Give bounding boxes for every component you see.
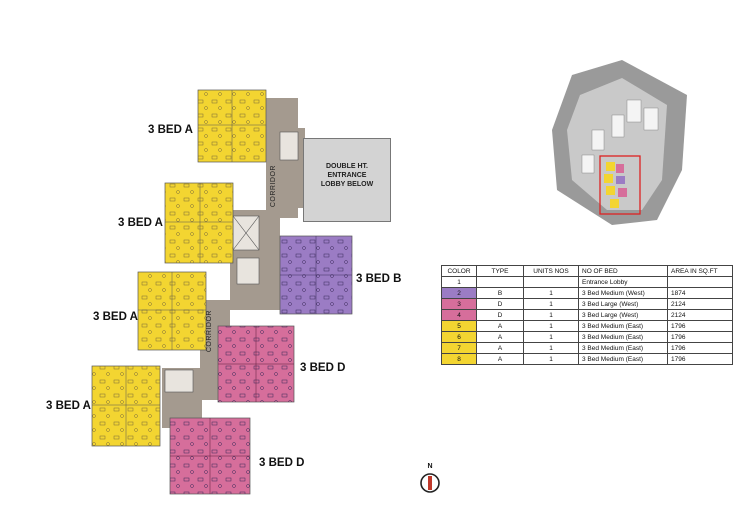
unit-3bed-d-1 [217,325,295,403]
legend-units-cell: 1 [523,287,579,299]
legend-type-cell: D [476,309,524,321]
legend-bed-cell: 3 Bed Large (West) [578,298,668,310]
lift-core [164,131,299,393]
lobby-label-line1: DOUBLE HT. [326,163,368,170]
legend-units-cell [523,276,579,288]
legend-table: COLOR TYPE UNITS NOS NO OF BED AREA IN S… [441,265,733,365]
legend-area-cell: 1796 [667,320,733,332]
legend-color-cell: 7 [441,342,477,354]
lobby-label-line3: LOBBY BELOW [320,181,374,188]
unit-label-3bed-a-1: 3 BED A [148,124,193,136]
legend-bed-cell: 3 Bed Medium (East) [578,342,668,354]
unit-3bed-a-3 [137,271,207,351]
unit-label-3bed-b: 3 BED B [356,273,402,285]
legend-bed-cell: 3 Bed Large (West) [578,309,668,321]
unit-3bed-a-1 [197,89,267,163]
legend-type-cell: A [476,320,524,332]
compass-icon [420,473,440,493]
legend-color-cell: 8 [441,353,477,365]
legend-area-cell: 2124 [667,309,733,321]
legend-color-cell: 3 [441,298,477,310]
legend-type-cell: A [476,342,524,354]
legend-type-cell: A [476,353,524,365]
unit-3bed-d-2 [169,417,251,495]
legend-row: 1 Entrance Lobby [441,276,733,288]
legend-area-cell: 2124 [667,298,733,310]
legend-color-cell: 1 [441,276,477,288]
entrance-lobby [303,138,391,222]
legend-header-units: UNITS NOS [523,265,579,277]
lobby-label-line2: ENTRANCE [327,172,367,179]
lobby-label: DOUBLE HT. ENTRANCE LOBBY BELOW [303,162,391,189]
corridor-label-upper: CORRIDOR [270,165,277,208]
legend-bed-cell: 3 Bed Medium (East) [578,331,668,343]
legend-color-cell: 6 [441,331,477,343]
legend-units-cell: 1 [523,298,579,310]
unit-3bed-a-4 [91,365,161,447]
legend-type-cell: A [476,331,524,343]
legend-bed-cell: 3 Bed Medium (West) [578,287,668,299]
legend-area-cell: 1796 [667,342,733,354]
legend-type-cell: B [476,287,524,299]
legend-header-area: AREA IN SQ.FT [667,265,733,277]
legend-color-cell: 2 [441,287,477,299]
legend-area-cell: 1874 [667,287,733,299]
legend-color-cell: 4 [441,309,477,321]
unit-label-3bed-a-4: 3 BED A [46,400,91,412]
legend-type-cell [476,276,524,288]
legend-bed-cell: 3 Bed Medium (East) [578,353,668,365]
north-arrow: N [418,463,446,495]
legend-type-cell: D [476,298,524,310]
north-label: N [427,463,433,470]
floor-plan [91,89,353,495]
legend-header-row: COLOR TYPE UNITS NOS NO OF BED AREA IN S… [441,265,733,277]
corridor-label-lower: CORRIDOR [206,310,213,353]
unit-3bed-a-2 [164,182,234,264]
unit-label-3bed-a-2: 3 BED A [118,217,163,229]
unit-label-3bed-a-3: 3 BED A [93,311,138,323]
unit-3bed-b [279,235,353,315]
legend-units-cell: 1 [523,320,579,332]
legend-units-cell: 1 [523,331,579,343]
legend-units-cell: 1 [523,342,579,354]
legend-area-cell: 1796 [667,353,733,365]
legend-header-bed: NO OF BED [578,265,668,277]
unit-label-3bed-d-1: 3 BED D [300,362,346,374]
legend-area-cell: 1796 [667,331,733,343]
legend-bed-cell: Entrance Lobby [578,276,668,288]
legend-area-cell [667,276,733,288]
legend-units-cell: 1 [523,353,579,365]
key-plan-highlight [599,155,641,215]
legend-units-cell: 1 [523,309,579,321]
legend-header-color: COLOR [441,265,477,277]
legend-bed-cell: 3 Bed Medium (East) [578,320,668,332]
legend-color-cell: 5 [441,320,477,332]
unit-label-3bed-d-2: 3 BED D [259,457,305,469]
site-key-plan [552,60,687,225]
legend-header-type: TYPE [476,265,524,277]
